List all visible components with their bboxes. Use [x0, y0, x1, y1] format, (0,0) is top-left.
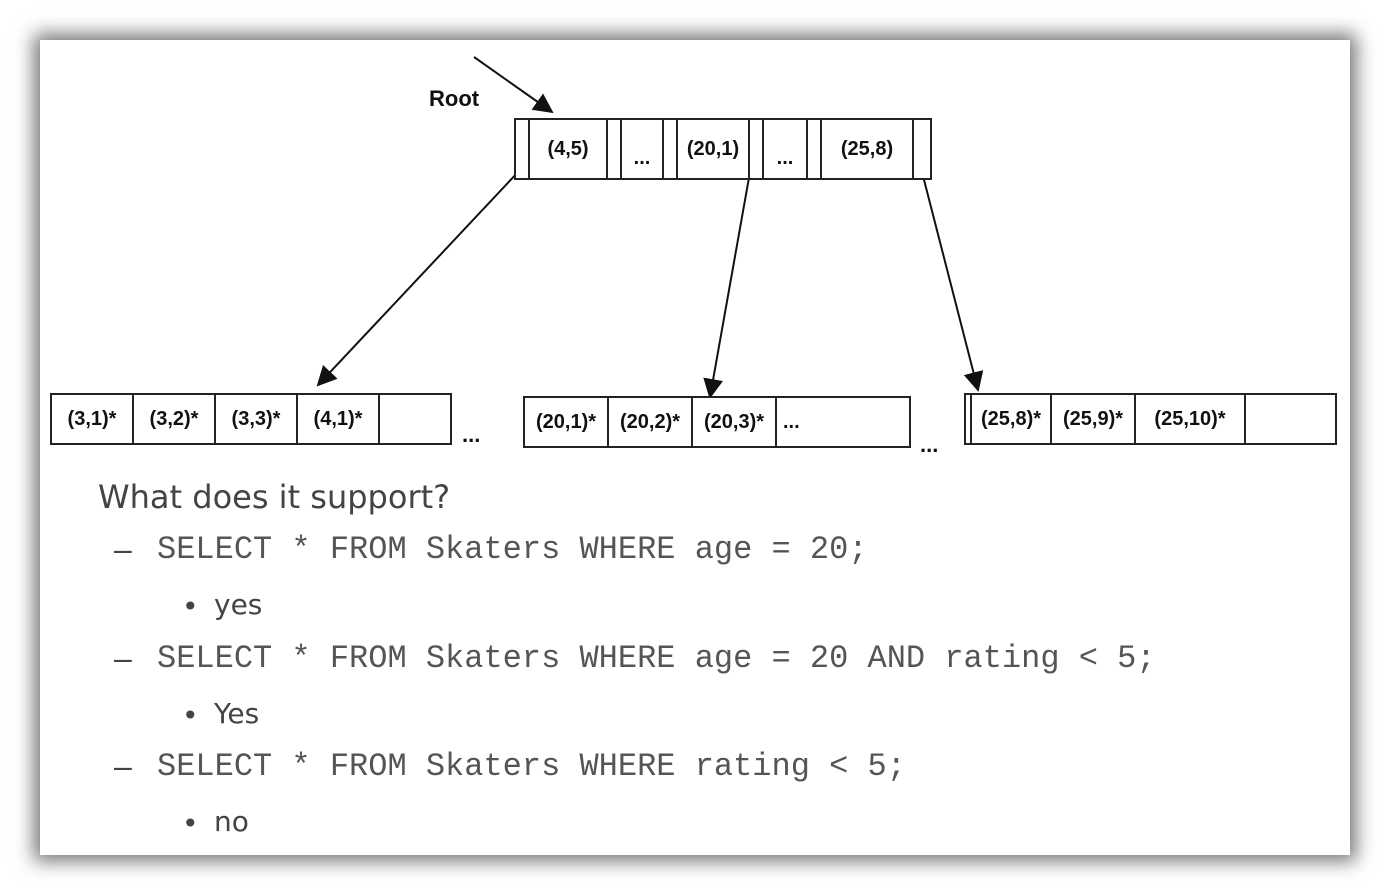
leaf-entry: (20,2)* — [607, 396, 693, 448]
sql-query: SELECT * FROM Skaters WHERE age = 20; — [157, 531, 868, 568]
answer-text: no — [214, 805, 249, 838]
root-pointer-slot — [912, 118, 932, 180]
leaf-entry: (25,8)* — [970, 393, 1052, 445]
leaf-entry: (20,1)* — [523, 396, 609, 448]
sql-query: SELECT * FROM Skaters WHERE rating < 5; — [157, 748, 906, 785]
bullet-marker: • — [182, 590, 199, 623]
arrow-to-leaf-3 — [921, 171, 984, 392]
answer-text: yes — [214, 588, 263, 621]
leaf-entry: (25,10)* — [1134, 393, 1246, 445]
bullet-marker: • — [182, 807, 199, 840]
leaf-entry: (4,1)* — [296, 393, 380, 445]
root-pointer-arrow — [473, 56, 554, 114]
sql-query: SELECT * FROM Skaters WHERE age = 20 AND… — [157, 640, 1156, 677]
root-key-ellipsis: ... — [620, 118, 664, 180]
arrow-to-leaf-2 — [703, 171, 751, 399]
leaf-entry: (3,1)* — [50, 393, 134, 445]
dash-marker: – — [114, 640, 132, 676]
leaf-entry: (3,3)* — [214, 393, 298, 445]
leaf-empty-slot — [378, 393, 452, 445]
root-key: (20,1) — [676, 118, 750, 180]
leaf-entry: (25,9)* — [1050, 393, 1136, 445]
leaf-entry: (3,2)* — [132, 393, 216, 445]
answer-text: Yes — [214, 697, 260, 730]
dash-marker: – — [114, 531, 132, 567]
leaf-empty-slot — [1244, 393, 1337, 445]
root-label: Root — [429, 86, 480, 111]
arrow-to-leaf-1 — [316, 169, 521, 387]
leaf-entry: (20,3)* — [691, 396, 777, 448]
root-key: (25,8) — [820, 118, 914, 180]
leaf-ellipsis: ... — [462, 422, 481, 447]
root-key-ellipsis: ... — [762, 118, 808, 180]
bullet-marker: • — [182, 699, 199, 732]
dash-marker: – — [114, 748, 132, 784]
leaf-ellipsis: ... — [920, 432, 939, 457]
question-heading: What does it support? — [98, 478, 451, 516]
leaf-entry-ellipsis: ... — [775, 396, 911, 448]
root-key: (4,5) — [528, 118, 608, 180]
